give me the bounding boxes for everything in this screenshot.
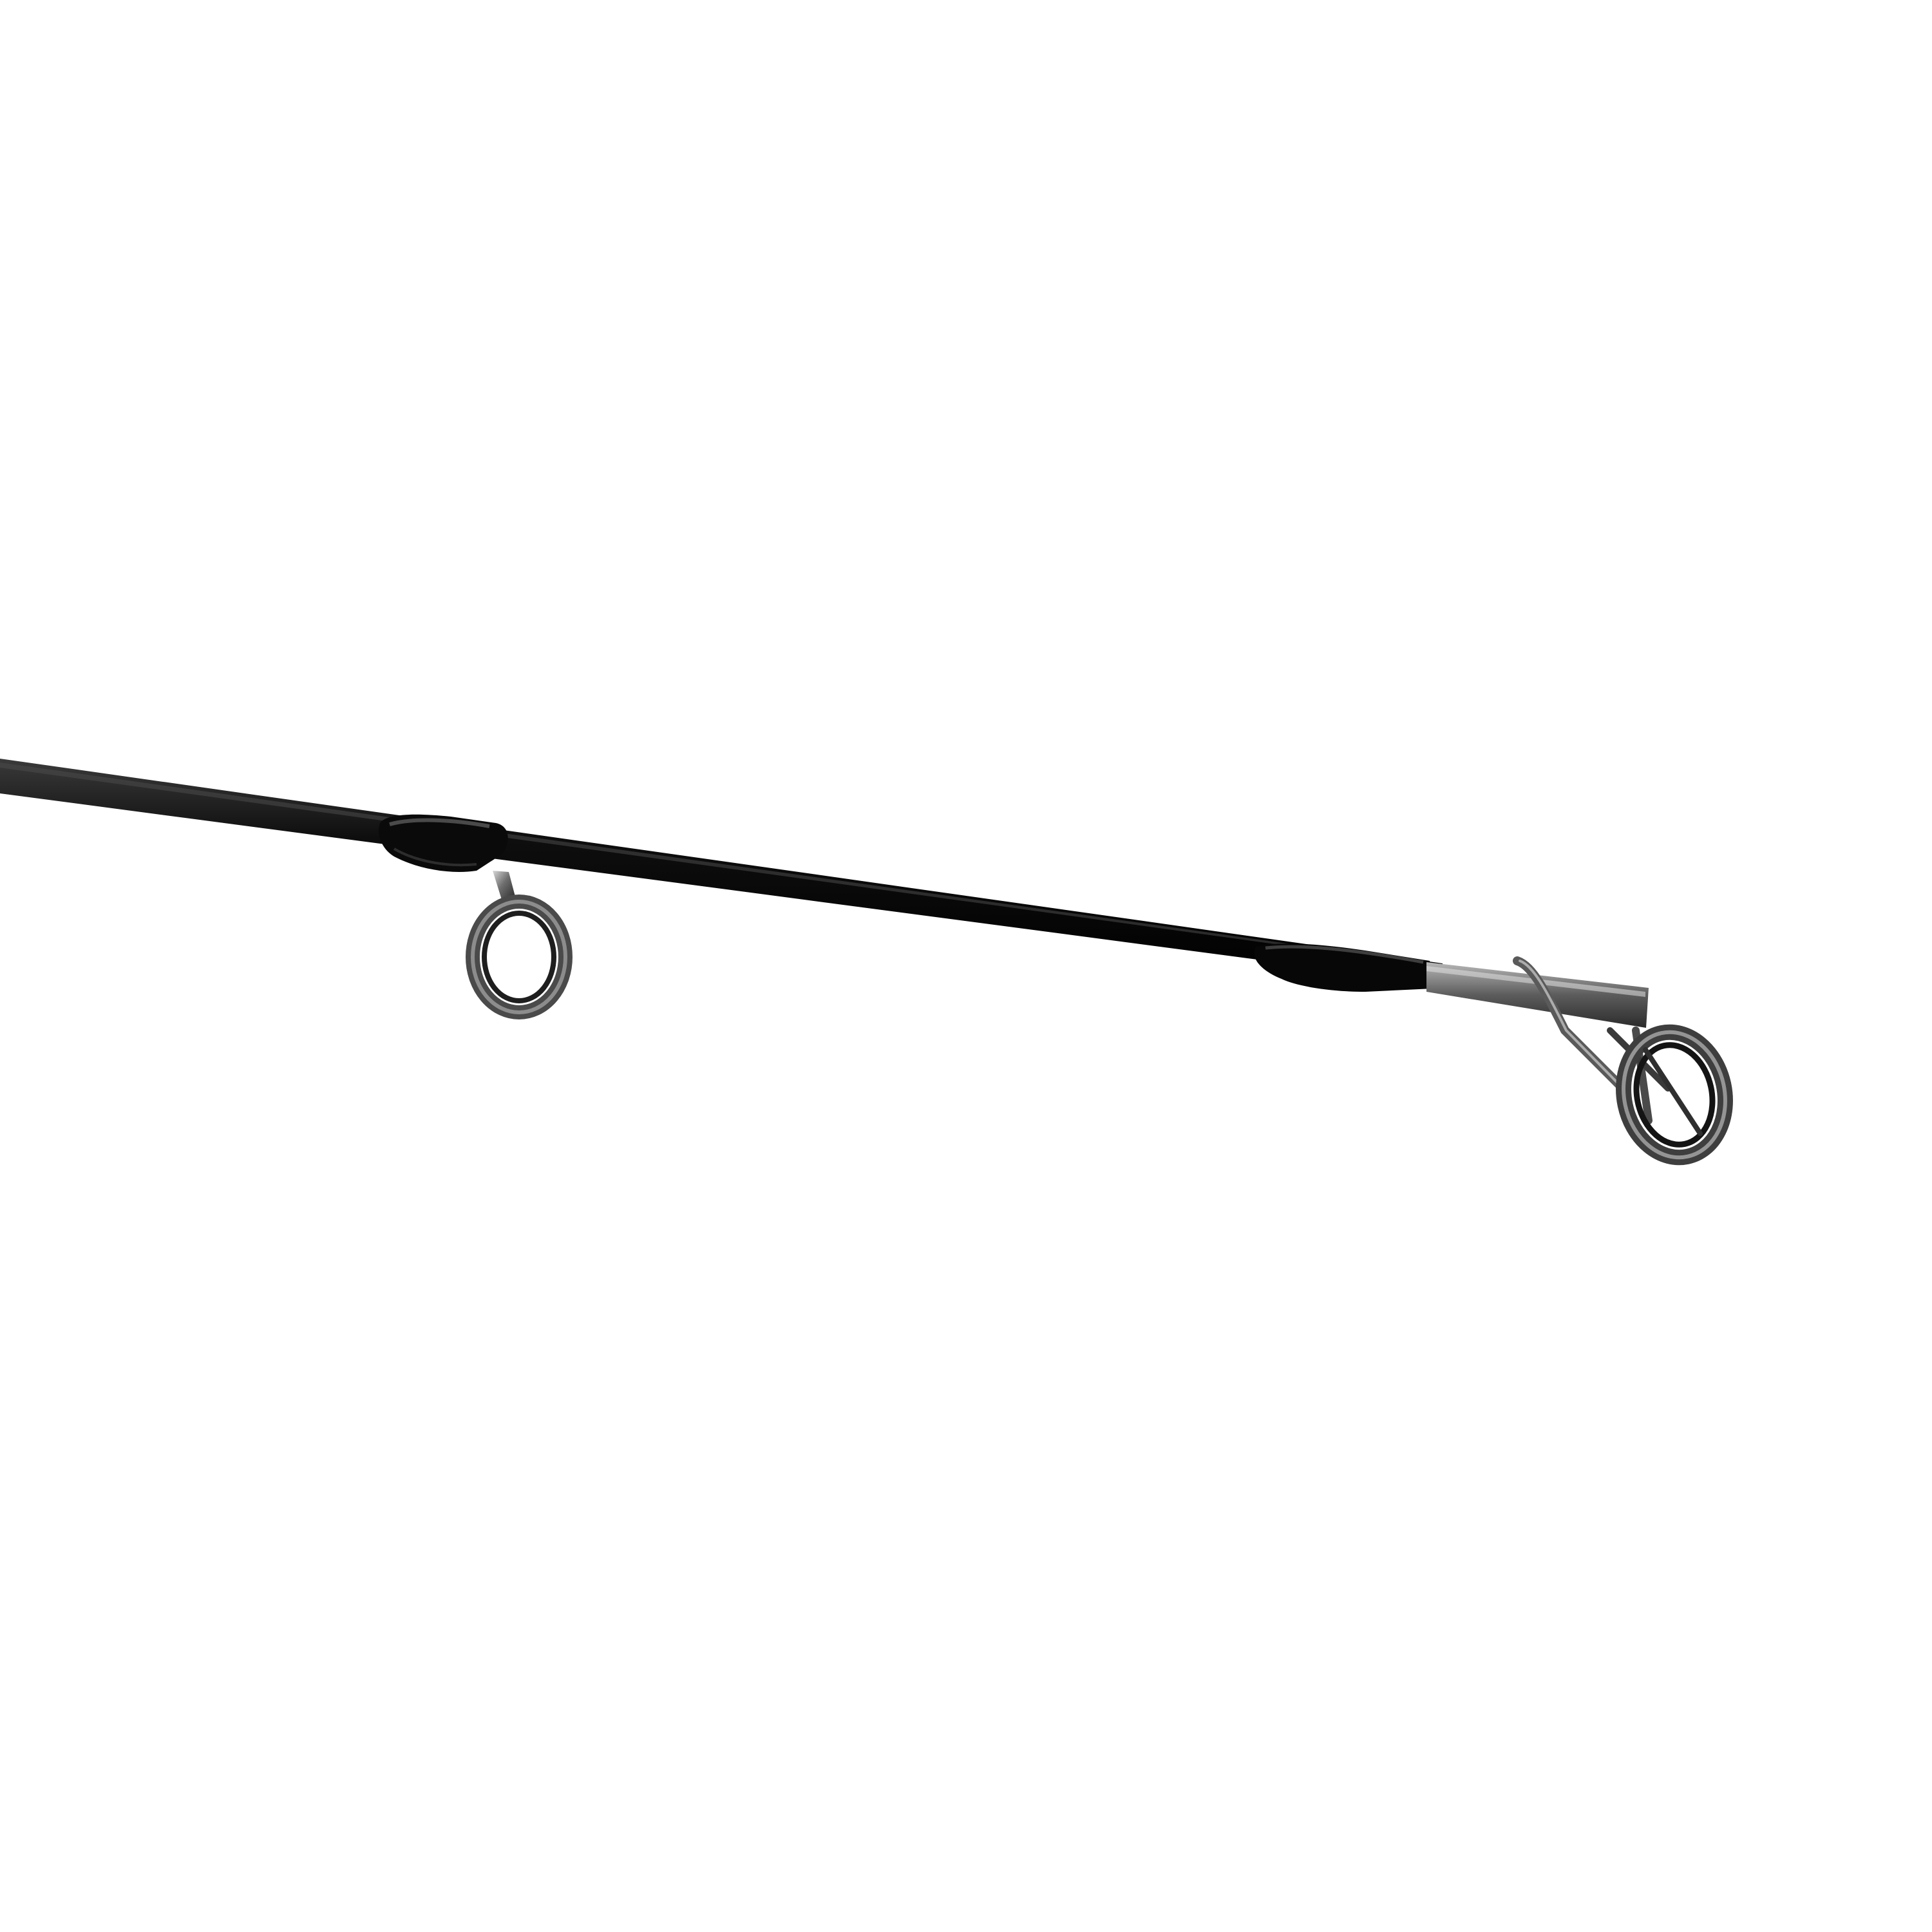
- guide-wrap-tip: [1254, 943, 1433, 992]
- rod-blank: [0, 759, 1443, 984]
- line-guide-left: [466, 871, 573, 1019]
- tip-top-ferrule: [1426, 962, 1649, 1028]
- tip-top-guide: [1513, 956, 1733, 1166]
- guide-wrap-left: [379, 814, 508, 872]
